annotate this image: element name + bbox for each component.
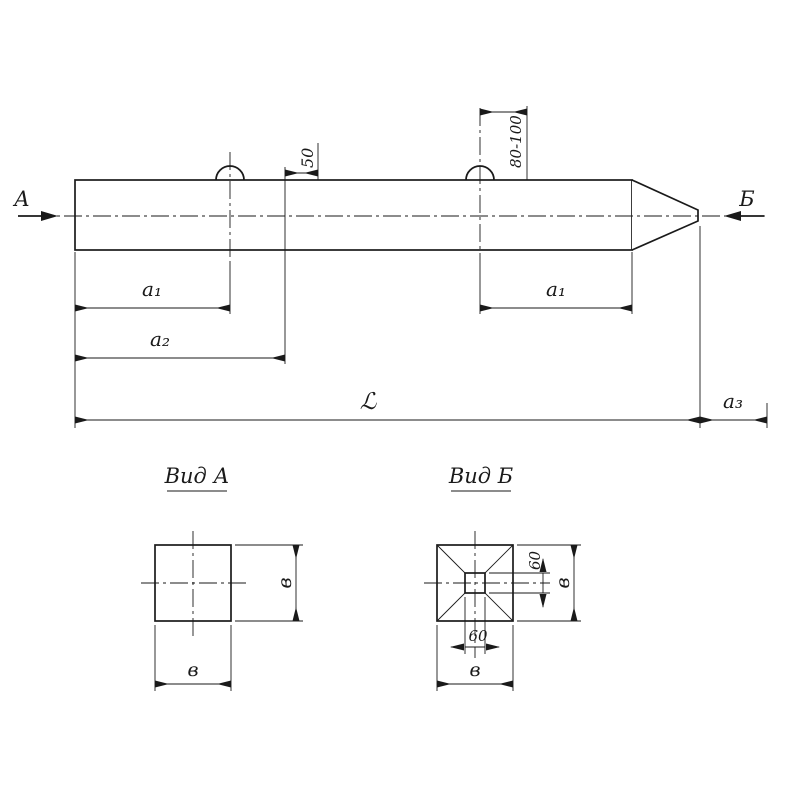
dimension-label-a1-right: а₁ xyxy=(546,277,566,301)
dimension-label-50: 50 xyxy=(298,148,317,168)
top-dimensions: 50 80-100 xyxy=(284,106,528,364)
view-arrow-label-a: А xyxy=(12,187,30,211)
dimension-label-a1-left: а₁ xyxy=(142,277,162,301)
view-a-dimension-label-height: в xyxy=(274,577,296,588)
pile-tip xyxy=(631,179,699,251)
view-a: Вид А в в xyxy=(141,464,303,691)
view-b-dimension-label-height: в xyxy=(552,577,574,588)
view-direction-arrows: А Б xyxy=(12,187,764,221)
dimension-label-80-100: 80-100 xyxy=(507,115,525,168)
view-b-title: Вид Б xyxy=(448,464,513,488)
pile-elevation xyxy=(74,165,699,251)
view-b-dimension-label-60v: 60 xyxy=(526,550,544,570)
dimension-label-length: ℒ xyxy=(360,389,377,415)
view-b-dimension-label-60h: 60 xyxy=(468,627,488,645)
dimension-label-a3: а₃ xyxy=(723,389,743,413)
arrow-a-head xyxy=(41,211,58,221)
view-a-dimension-label-width: в xyxy=(187,659,198,681)
view-b-dimension-label-width: в xyxy=(469,659,480,681)
dimension-label-a2: а₂ xyxy=(150,327,170,351)
view-a-title: Вид А xyxy=(164,464,230,488)
view-arrow-label-b: Б xyxy=(738,187,754,211)
arrow-b-head xyxy=(724,211,741,221)
pile-body xyxy=(74,179,633,251)
bottom-dimensions: а₁ а₁ а₂ ℒ а₃ xyxy=(74,226,768,428)
centerlines xyxy=(35,108,765,262)
view-b: Вид Б 60 в 60 в xyxy=(424,464,581,691)
